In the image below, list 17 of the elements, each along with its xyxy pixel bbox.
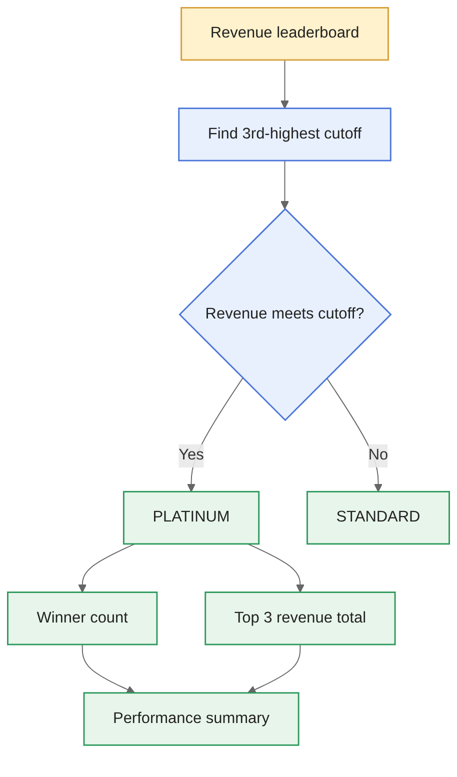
node-box: Performance summary <box>83 692 300 746</box>
edge-label: Yes <box>178 447 204 464</box>
node-box: Revenue leaderboard <box>180 7 389 61</box>
arrow <box>280 60 290 109</box>
arrow <box>326 378 382 492</box>
arrow <box>82 644 136 694</box>
arrow <box>247 644 301 694</box>
node-box: Top 3 revenue total <box>204 592 396 646</box>
edge-label: No <box>368 447 388 464</box>
node-box: STANDARD <box>306 490 450 545</box>
node-diamond: Revenue meets cutoff? <box>178 208 392 422</box>
node-box: Find 3rd-highest cutoff <box>178 108 392 162</box>
arrow <box>280 160 290 210</box>
arrow <box>247 543 304 593</box>
node-box: Winner count <box>7 592 158 646</box>
node-box: PLATINUM <box>122 490 260 545</box>
arrow <box>78 543 136 593</box>
